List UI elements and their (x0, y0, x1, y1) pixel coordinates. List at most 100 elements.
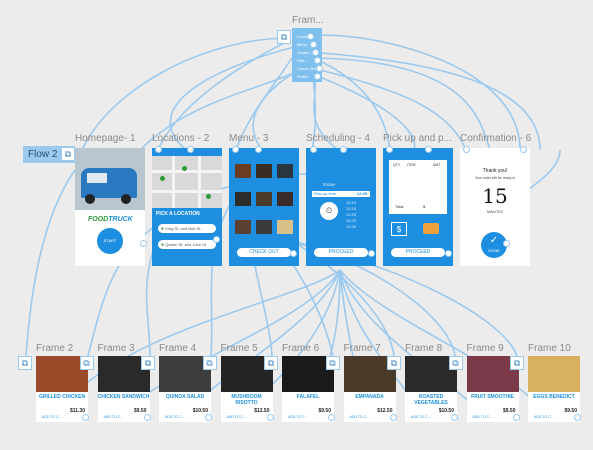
map-pin-icon[interactable] (182, 166, 187, 171)
connector-node[interactable] (520, 146, 527, 153)
time-list[interactable]: 12:10 12:15 12:20 12:25 12:30 (346, 200, 356, 230)
connector-node[interactable] (232, 146, 239, 153)
connector-node[interactable] (314, 57, 321, 64)
checkout-button[interactable]: CHECK OUT (237, 248, 291, 257)
proceed-button-schedule[interactable]: PROCEED (314, 248, 368, 257)
connector-node[interactable] (425, 146, 432, 153)
frame-link-icon[interactable]: ⧉ (202, 356, 217, 370)
total-label: Total (395, 204, 404, 209)
time-option[interactable]: 12:15 (346, 206, 357, 211)
connector-node[interactable] (307, 33, 314, 40)
connector-node[interactable] (314, 73, 321, 80)
connector-node[interactable] (328, 414, 335, 421)
connector-node[interactable] (503, 240, 510, 247)
add-to-cart-button[interactable]: ADD TO C... (103, 415, 124, 419)
add-to-cart-button[interactable]: ADD TO C... (472, 415, 493, 419)
connector-node[interactable] (143, 414, 151, 421)
add-to-cart-button[interactable]: ADD TO C... (349, 415, 370, 419)
add-to-cart-button[interactable]: ADD TO C... (288, 415, 308, 419)
frame-link-icon[interactable]: ⧉ (79, 356, 94, 370)
menu-item-thumb[interactable] (277, 164, 293, 178)
location-option-2[interactable]: ● Queen St. and John St. (158, 240, 216, 249)
add-to-cart-button[interactable]: ADD TO C... (411, 415, 431, 419)
time-option[interactable]: 12:20 (346, 212, 357, 217)
menu-item-thumb[interactable] (256, 220, 272, 234)
cash-payment-icon[interactable]: $ (391, 222, 407, 236)
connector-node[interactable] (368, 250, 375, 257)
menu-item-thumb[interactable] (256, 192, 272, 206)
nav-item-pickup[interactable]: Pick... (297, 58, 308, 63)
nav-frame-title: Fram... (292, 15, 324, 26)
frame-link-icon[interactable]: ⧉ (18, 356, 32, 370)
connector-node[interactable] (451, 414, 458, 421)
frame-title: Frame 5 (220, 343, 258, 354)
location-option-1[interactable]: ● King St. and Bob St. (158, 224, 216, 233)
connector-node[interactable] (213, 236, 220, 243)
card-payment-icon[interactable] (423, 223, 439, 234)
connector-node[interactable] (463, 146, 470, 153)
flow-start-icon[interactable]: ⧉ (61, 147, 75, 161)
nav-item-profile[interactable]: Profile (297, 74, 309, 79)
frame-link-icon[interactable]: ⧉ (141, 356, 155, 370)
connector-node[interactable] (512, 414, 520, 421)
time-option[interactable]: 12:10 (346, 200, 357, 205)
time-option[interactable]: 12:30 (346, 224, 357, 229)
connector-node[interactable] (340, 146, 347, 153)
done-button[interactable]: ✓ DONE (481, 232, 507, 258)
nav-item-location[interactable]: Location (297, 34, 313, 39)
start-button[interactable]: START (97, 228, 123, 254)
connector-node[interactable] (386, 146, 393, 153)
frame-link-icon[interactable]: ⧉ (277, 30, 291, 44)
proceed-button-pickup[interactable]: PROCEED (391, 248, 445, 257)
nav-item-menu[interactable]: Menu (297, 42, 308, 47)
frame-link-icon[interactable]: ⧉ (264, 356, 278, 370)
frame-link-icon[interactable]: ⧉ (325, 356, 340, 370)
add-to-cart-button[interactable]: ADD TO C... (165, 415, 185, 419)
add-to-cart-button[interactable]: ADD TO C... (534, 415, 554, 419)
menu-item-thumb[interactable] (235, 192, 251, 206)
connector-node[interactable] (310, 146, 317, 153)
add-to-cart-button[interactable]: ADD TO C... (42, 415, 62, 419)
menu-item-thumb[interactable] (235, 220, 251, 234)
frame-link-icon[interactable]: ⧉ (510, 356, 524, 370)
connector-node[interactable] (290, 250, 297, 257)
connector-node[interactable] (255, 146, 262, 153)
menu-item-thumb[interactable] (277, 220, 293, 234)
connector-node[interactable] (316, 65, 323, 72)
connector-node[interactable] (310, 41, 317, 48)
menu-item-thumb[interactable] (256, 164, 272, 178)
connector-node[interactable] (187, 146, 194, 153)
map[interactable] (152, 156, 222, 208)
item-name: GRILLED CHICKEN (38, 394, 86, 400)
connector-node[interactable] (82, 414, 89, 421)
frame-link-icon[interactable]: ⧉ (448, 356, 463, 370)
nav-item-schedule[interactable]: Sched... (297, 50, 312, 55)
connector-node[interactable] (140, 240, 147, 247)
connector-node[interactable] (389, 414, 397, 421)
time-option[interactable]: 12:25 (346, 218, 357, 223)
frame-title: Frame 4 (159, 343, 197, 354)
connector-node[interactable] (205, 414, 212, 421)
connector-node[interactable] (445, 250, 452, 257)
nav-item-checkout[interactable]: Check Out (297, 66, 316, 71)
connector-node[interactable] (312, 49, 319, 56)
add-to-cart-button[interactable]: ADD TO C... (226, 415, 247, 419)
menu-item-thumb[interactable] (235, 164, 251, 178)
map-pin-icon[interactable] (206, 194, 211, 199)
frame-link-icon[interactable]: ⧉ (387, 356, 401, 370)
connector-node[interactable] (574, 414, 581, 421)
menu-item-thumb[interactable] (277, 192, 293, 206)
connector-node[interactable] (266, 414, 274, 421)
map-pin-icon[interactable] (160, 176, 165, 181)
connector-node[interactable] (155, 146, 162, 153)
